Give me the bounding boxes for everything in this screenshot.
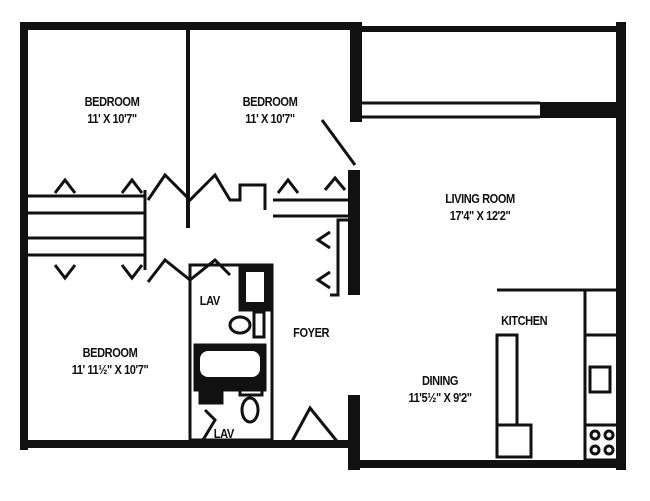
room-name: BEDROOM [242, 94, 298, 109]
room-dims: 11' 11½" X 10'7" [71, 362, 149, 377]
room-dims: 11' X 10'7" [245, 111, 295, 126]
room-name: DINING [421, 373, 459, 388]
room-name: LIVING ROOM [445, 191, 515, 206]
room-label-bedroom-1: BEDROOM 11' X 10'7" [70, 93, 155, 127]
room-name: BEDROOM [84, 94, 140, 109]
interior-lines [28, 101, 620, 462]
room-dims: 17'4" X 12'2" [449, 208, 511, 223]
room-name: BEDROOM [82, 345, 138, 360]
room-dims: 11' X 10'7" [87, 111, 137, 126]
label-foyer: FOYER [293, 325, 330, 340]
label-kitchen: KITCHEN [501, 313, 548, 328]
room-dims: 11'5½" X 9'2" [408, 390, 472, 405]
room-label-bedroom-3: BEDROOM 11' 11½" X 10'7" [55, 344, 166, 378]
label-lav-top: LAV [199, 293, 220, 308]
room-label-bedroom-2: BEDROOM 11' X 10'7" [228, 93, 313, 127]
room-label-living-room: LIVING ROOM 17'4" X 12'2" [429, 190, 531, 224]
walls [20, 22, 626, 470]
label-lav-bottom: LAV [213, 426, 234, 441]
room-label-dining: DINING 11'5½" X 9'2" [393, 372, 487, 406]
